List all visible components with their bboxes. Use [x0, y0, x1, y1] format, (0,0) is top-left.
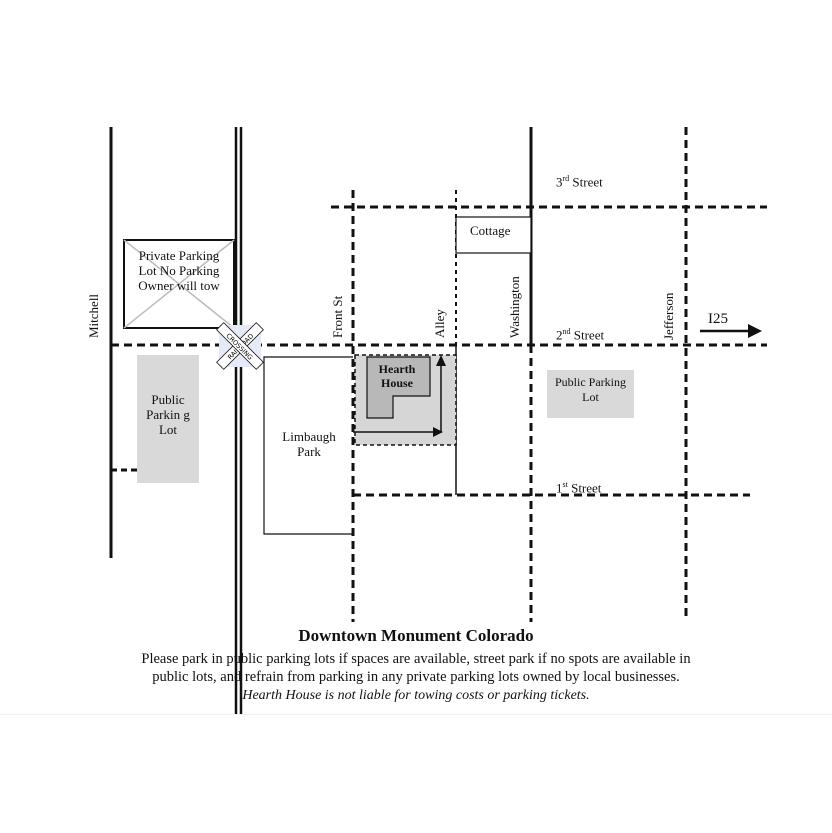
private-lot-x2: [123, 239, 235, 329]
i25-arrow-head: [748, 324, 762, 338]
alley-label: Alley: [432, 309, 447, 338]
limbaugh-park-outline: [263, 356, 353, 535]
third-street-label: 3rd Street: [556, 174, 603, 190]
front-st-label: Front St: [330, 295, 345, 338]
hearth-house-arrow-head-right: [433, 427, 443, 437]
public-lot-left-label: Public Parkin g Lot: [146, 392, 190, 437]
first-street-label: 1st Street: [556, 480, 602, 496]
caption-disclaimer: Hearth House is not liable for towing co…: [242, 688, 590, 703]
second-street-label: 2nd Street: [556, 327, 605, 343]
map-title: Downtown Monument Colorado: [298, 626, 534, 645]
cottage-box: [455, 216, 532, 254]
cottage-label: Cottage: [470, 223, 511, 238]
private-lot-label: Private Parking Lot No Parking Owner wil…: [138, 248, 220, 293]
public-lot-right-box: [547, 370, 634, 418]
jefferson-label: Jefferson: [661, 292, 676, 340]
public-lot-left-box: [137, 355, 199, 483]
mitchell-label: Mitchell: [86, 293, 101, 338]
limbaugh-park-label: Limbaugh Park: [282, 429, 336, 459]
hearth-house-building: [366, 356, 431, 419]
caption-line-2: public lots, and refrain from parking in…: [152, 669, 680, 685]
railroad-crossing-sign: RAILROAD CROSSING: [216, 322, 264, 370]
hearth-house-label: Hearth House: [378, 362, 416, 388]
public-lot-right-label: Public Parking Lot: [555, 375, 626, 404]
page-bottom-area: [0, 714, 832, 833]
hearth-house-arrow-head-up: [436, 355, 446, 366]
caption-line-1: Please park in public parking lots if sp…: [141, 651, 691, 667]
i25-label: I25: [708, 311, 728, 327]
washington-label: Washington: [507, 276, 522, 338]
